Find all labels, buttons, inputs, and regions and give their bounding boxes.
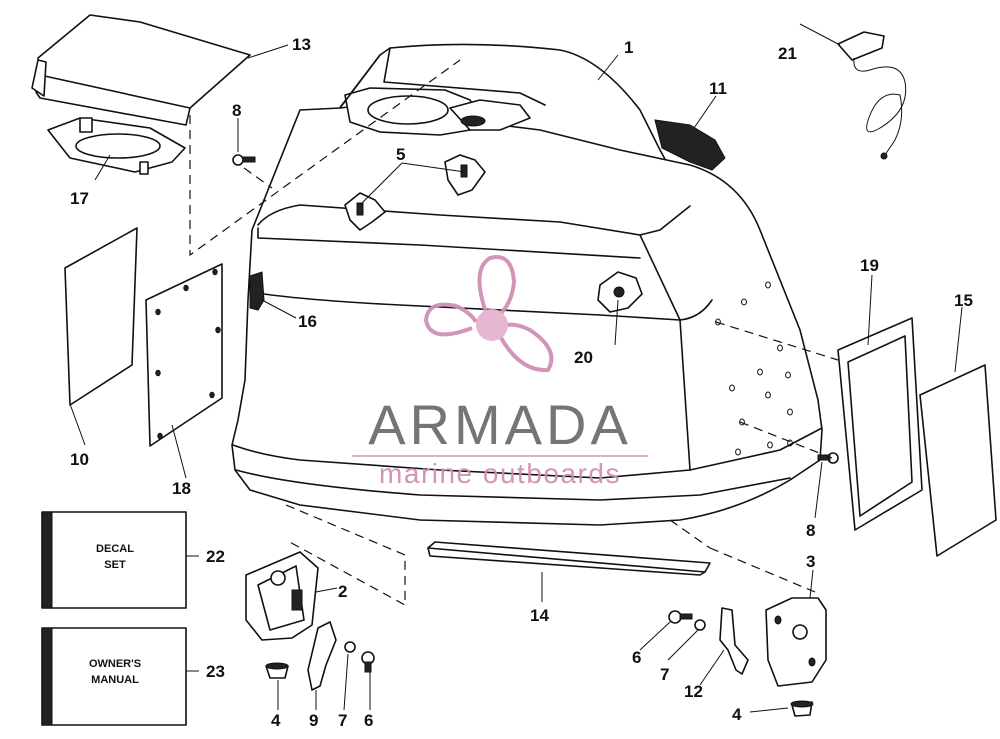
callout-21: 21 <box>778 44 797 63</box>
latch-clip <box>719 607 749 675</box>
callout-4-right: 4 <box>732 705 742 724</box>
callout-4-left: 4 <box>271 711 281 730</box>
intake-cover <box>31 14 251 126</box>
latch-plate <box>765 597 827 687</box>
watermark-subtitle: marine outboards <box>379 458 621 489</box>
access-panel-decal <box>919 364 997 557</box>
intake-gasket <box>47 117 186 175</box>
propeller-logo-icon <box>423 255 554 373</box>
callout-16: 16 <box>298 312 317 331</box>
callout-6-left: 6 <box>364 711 373 730</box>
bottom-seal <box>427 541 711 576</box>
owners-manual-box: OWNER'S MANUAL <box>41 627 187 726</box>
screw-8-right <box>817 452 839 464</box>
access-panel-frame <box>837 317 923 531</box>
callout-13: 13 <box>292 35 311 54</box>
callout-22: 22 <box>206 547 225 566</box>
callout-10: 10 <box>70 450 89 469</box>
washer-7-left <box>344 641 356 653</box>
grommet-4-left <box>265 662 289 679</box>
callout-15: 15 <box>954 291 973 310</box>
decal-set-box: DECAL SET <box>41 511 187 609</box>
washer-7-right <box>694 619 706 631</box>
callout-20: 20 <box>574 348 593 367</box>
manual-box-line-1: OWNER'S <box>89 658 141 670</box>
decal-panel <box>64 227 138 406</box>
callout-2: 2 <box>338 582 347 601</box>
screw-8-top <box>232 154 256 166</box>
hinge-bracket <box>245 551 319 641</box>
decal-box-line-2: SET <box>104 559 126 571</box>
wire-harness <box>837 31 907 160</box>
screw-6-right <box>668 610 693 624</box>
callout-9: 9 <box>309 711 318 730</box>
callout-6-right: 6 <box>632 648 641 667</box>
callout-18: 18 <box>172 479 191 498</box>
callout-11: 11 <box>709 79 727 98</box>
callout-7-left: 7 <box>338 711 347 730</box>
latch-lever <box>307 621 337 691</box>
callout-8-right: 8 <box>806 521 815 540</box>
grommet-4-right <box>790 700 814 717</box>
callout-23: 23 <box>206 662 225 681</box>
callout-17: 17 <box>70 189 89 208</box>
callout-3: 3 <box>806 552 815 571</box>
screw-6-left <box>361 651 375 673</box>
callout-1: 1 <box>624 38 633 57</box>
side-insulation <box>145 263 223 447</box>
callout-19: 19 <box>860 256 879 275</box>
decal-box-line-1: DECAL <box>96 543 134 555</box>
watermark-title: ARMADA <box>368 393 632 456</box>
engine-cover <box>231 43 823 526</box>
callout-8-top: 8 <box>232 101 241 120</box>
callout-12: 12 <box>684 682 703 701</box>
callout-14: 14 <box>530 606 549 625</box>
leader-lines <box>69 23 963 713</box>
assembly-lines <box>189 59 839 607</box>
callout-5: 5 <box>396 145 405 164</box>
callout-7-right: 7 <box>660 665 669 684</box>
manual-box-line-2: MANUAL <box>91 674 139 686</box>
callout-numbers: 1 2 3 4 4 5 6 6 7 7 8 8 9 10 11 12 13 14… <box>70 35 973 730</box>
armada-watermark: ARMADA marine outboards <box>352 255 648 489</box>
